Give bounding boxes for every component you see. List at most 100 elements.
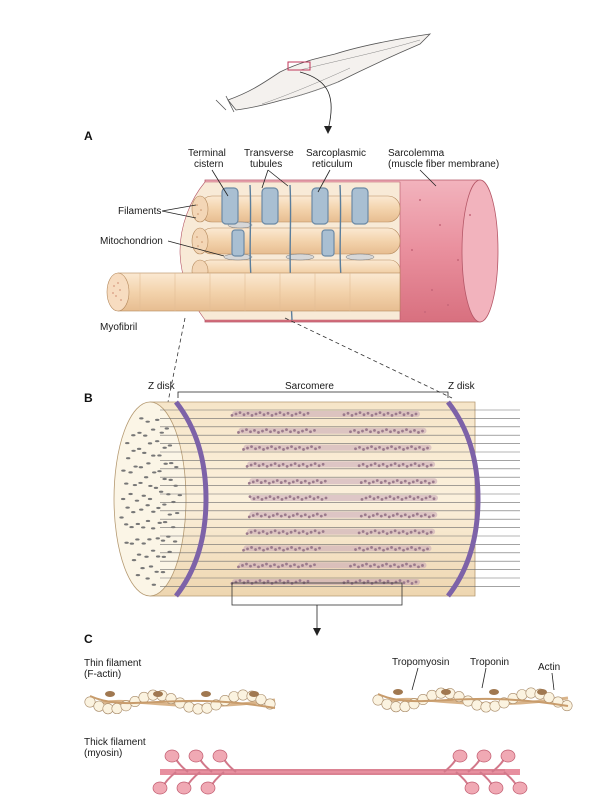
muscle-sample-box	[287, 61, 311, 71]
panel-c-labels: Thin filament (F-actin) Tropomyosin Trop…	[84, 657, 560, 759]
end-face-dot	[171, 500, 176, 504]
reticulum-network	[221, 187, 369, 257]
end-face-dot	[132, 483, 138, 487]
end-face-dot	[150, 527, 156, 530]
end-face-dot	[147, 442, 153, 445]
sarcomere-bracket-top	[177, 391, 449, 398]
troponin-complex	[105, 691, 115, 697]
myosin-band	[230, 579, 420, 585]
label-sarcoplasmic-reticulum-2: reticulum	[312, 159, 353, 170]
myosin-head	[491, 749, 516, 773]
myosin-band	[230, 411, 420, 417]
panel-a-labels: Terminal cistern Transverse tubules Sarc…	[100, 148, 499, 333]
label-myofibril: Myofibril	[100, 322, 137, 333]
end-face-dot	[119, 516, 124, 519]
thin-filament-left	[84, 689, 276, 715]
troponin-complex	[489, 689, 499, 695]
end-face-dot	[145, 420, 150, 423]
label-thick-filament-2: (myosin)	[84, 748, 122, 759]
end-face-dot	[150, 549, 156, 552]
muscle-fiber	[106, 179, 499, 323]
troponin-complex	[201, 691, 211, 697]
end-face-dot	[135, 538, 140, 541]
end-face-dot	[125, 441, 130, 445]
actin-bead	[426, 689, 438, 701]
end-face-dot	[169, 461, 174, 465]
label-sarcolemma-2: (muscle fiber membrane)	[388, 159, 499, 170]
label-actin: Actin	[538, 662, 560, 673]
myosin-band	[237, 427, 427, 434]
end-face-dot	[145, 577, 150, 580]
end-face-dot	[131, 434, 136, 437]
mitochondria	[223, 221, 375, 261]
actin-bead	[516, 689, 528, 701]
label-tropomyosin: Tropomyosin	[392, 657, 449, 668]
myosin-band	[242, 545, 432, 552]
end-face-dot	[167, 513, 172, 516]
end-face-dot	[128, 492, 133, 496]
thick-filament-bands	[230, 411, 438, 585]
end-face-dot	[150, 428, 156, 431]
myosin-band	[248, 495, 438, 501]
myosin-band	[237, 562, 427, 569]
label-transverse-tubules-2: tubules	[250, 159, 282, 170]
end-face-dot	[162, 503, 167, 506]
end-face-dot	[160, 539, 166, 542]
label-sarcolemma-1: Sarcolemma	[388, 148, 445, 159]
end-face-dot	[134, 499, 140, 502]
end-face-dot	[137, 431, 142, 434]
myosin-head	[479, 771, 504, 795]
actin-bead	[183, 701, 195, 713]
zoom-connector-a-b	[167, 317, 453, 403]
end-face-dot	[120, 497, 126, 501]
end-face-dot	[146, 462, 151, 465]
end-face-dot	[124, 541, 129, 544]
myosin-head	[503, 771, 528, 795]
end-face-dot	[139, 508, 144, 511]
end-face-dot	[121, 469, 126, 472]
end-face-dot	[141, 542, 146, 545]
panel-c-label: C	[84, 632, 93, 646]
end-face-dot	[166, 493, 171, 496]
end-face-dot	[154, 440, 160, 443]
thin-filament-lines	[160, 409, 520, 587]
end-face-dot	[143, 434, 148, 437]
end-face-dot	[129, 525, 134, 529]
end-face-dot	[143, 476, 149, 479]
end-face-dot	[144, 555, 149, 558]
end-face-dot	[162, 520, 168, 524]
end-face-dot	[151, 510, 156, 513]
end-face-dot	[168, 478, 173, 481]
end-face-dot	[156, 506, 161, 510]
end-face-dot	[148, 565, 154, 568]
end-face-dot	[140, 566, 145, 570]
label-thin-filament-1: Thin filament	[84, 658, 141, 669]
thick-filament	[152, 749, 528, 795]
panel-b-labels: Z disk Sarcomere Z disk	[148, 381, 476, 392]
end-face-dot	[151, 454, 156, 457]
myosin-head	[200, 771, 225, 795]
end-face-dot	[147, 497, 153, 501]
myosin-band	[247, 478, 438, 485]
myosin-band	[245, 461, 436, 468]
end-face-dot	[154, 570, 159, 573]
end-face-dot	[133, 465, 138, 468]
panel-a-label: A	[84, 129, 93, 143]
label-transverse-tubules-1: Transverse	[244, 148, 294, 159]
actin-bead	[138, 691, 150, 703]
label-thick-filament-1: Thick filament	[84, 737, 146, 748]
end-face-dot	[131, 511, 136, 514]
end-face-dot	[162, 446, 167, 449]
myosin-band	[247, 511, 438, 519]
end-face-dot	[124, 482, 129, 485]
label-mitochondrion: Mitochondrion	[100, 236, 163, 247]
end-face-dot	[139, 417, 144, 420]
end-face-dot	[174, 465, 179, 469]
protruding-myofibril	[106, 272, 401, 312]
end-face-dot	[152, 471, 157, 474]
end-face-dot	[145, 504, 150, 507]
myosin-heads	[152, 749, 528, 795]
myosin-head	[188, 749, 213, 773]
myosin-head	[212, 749, 237, 773]
end-face-dot	[128, 471, 133, 474]
